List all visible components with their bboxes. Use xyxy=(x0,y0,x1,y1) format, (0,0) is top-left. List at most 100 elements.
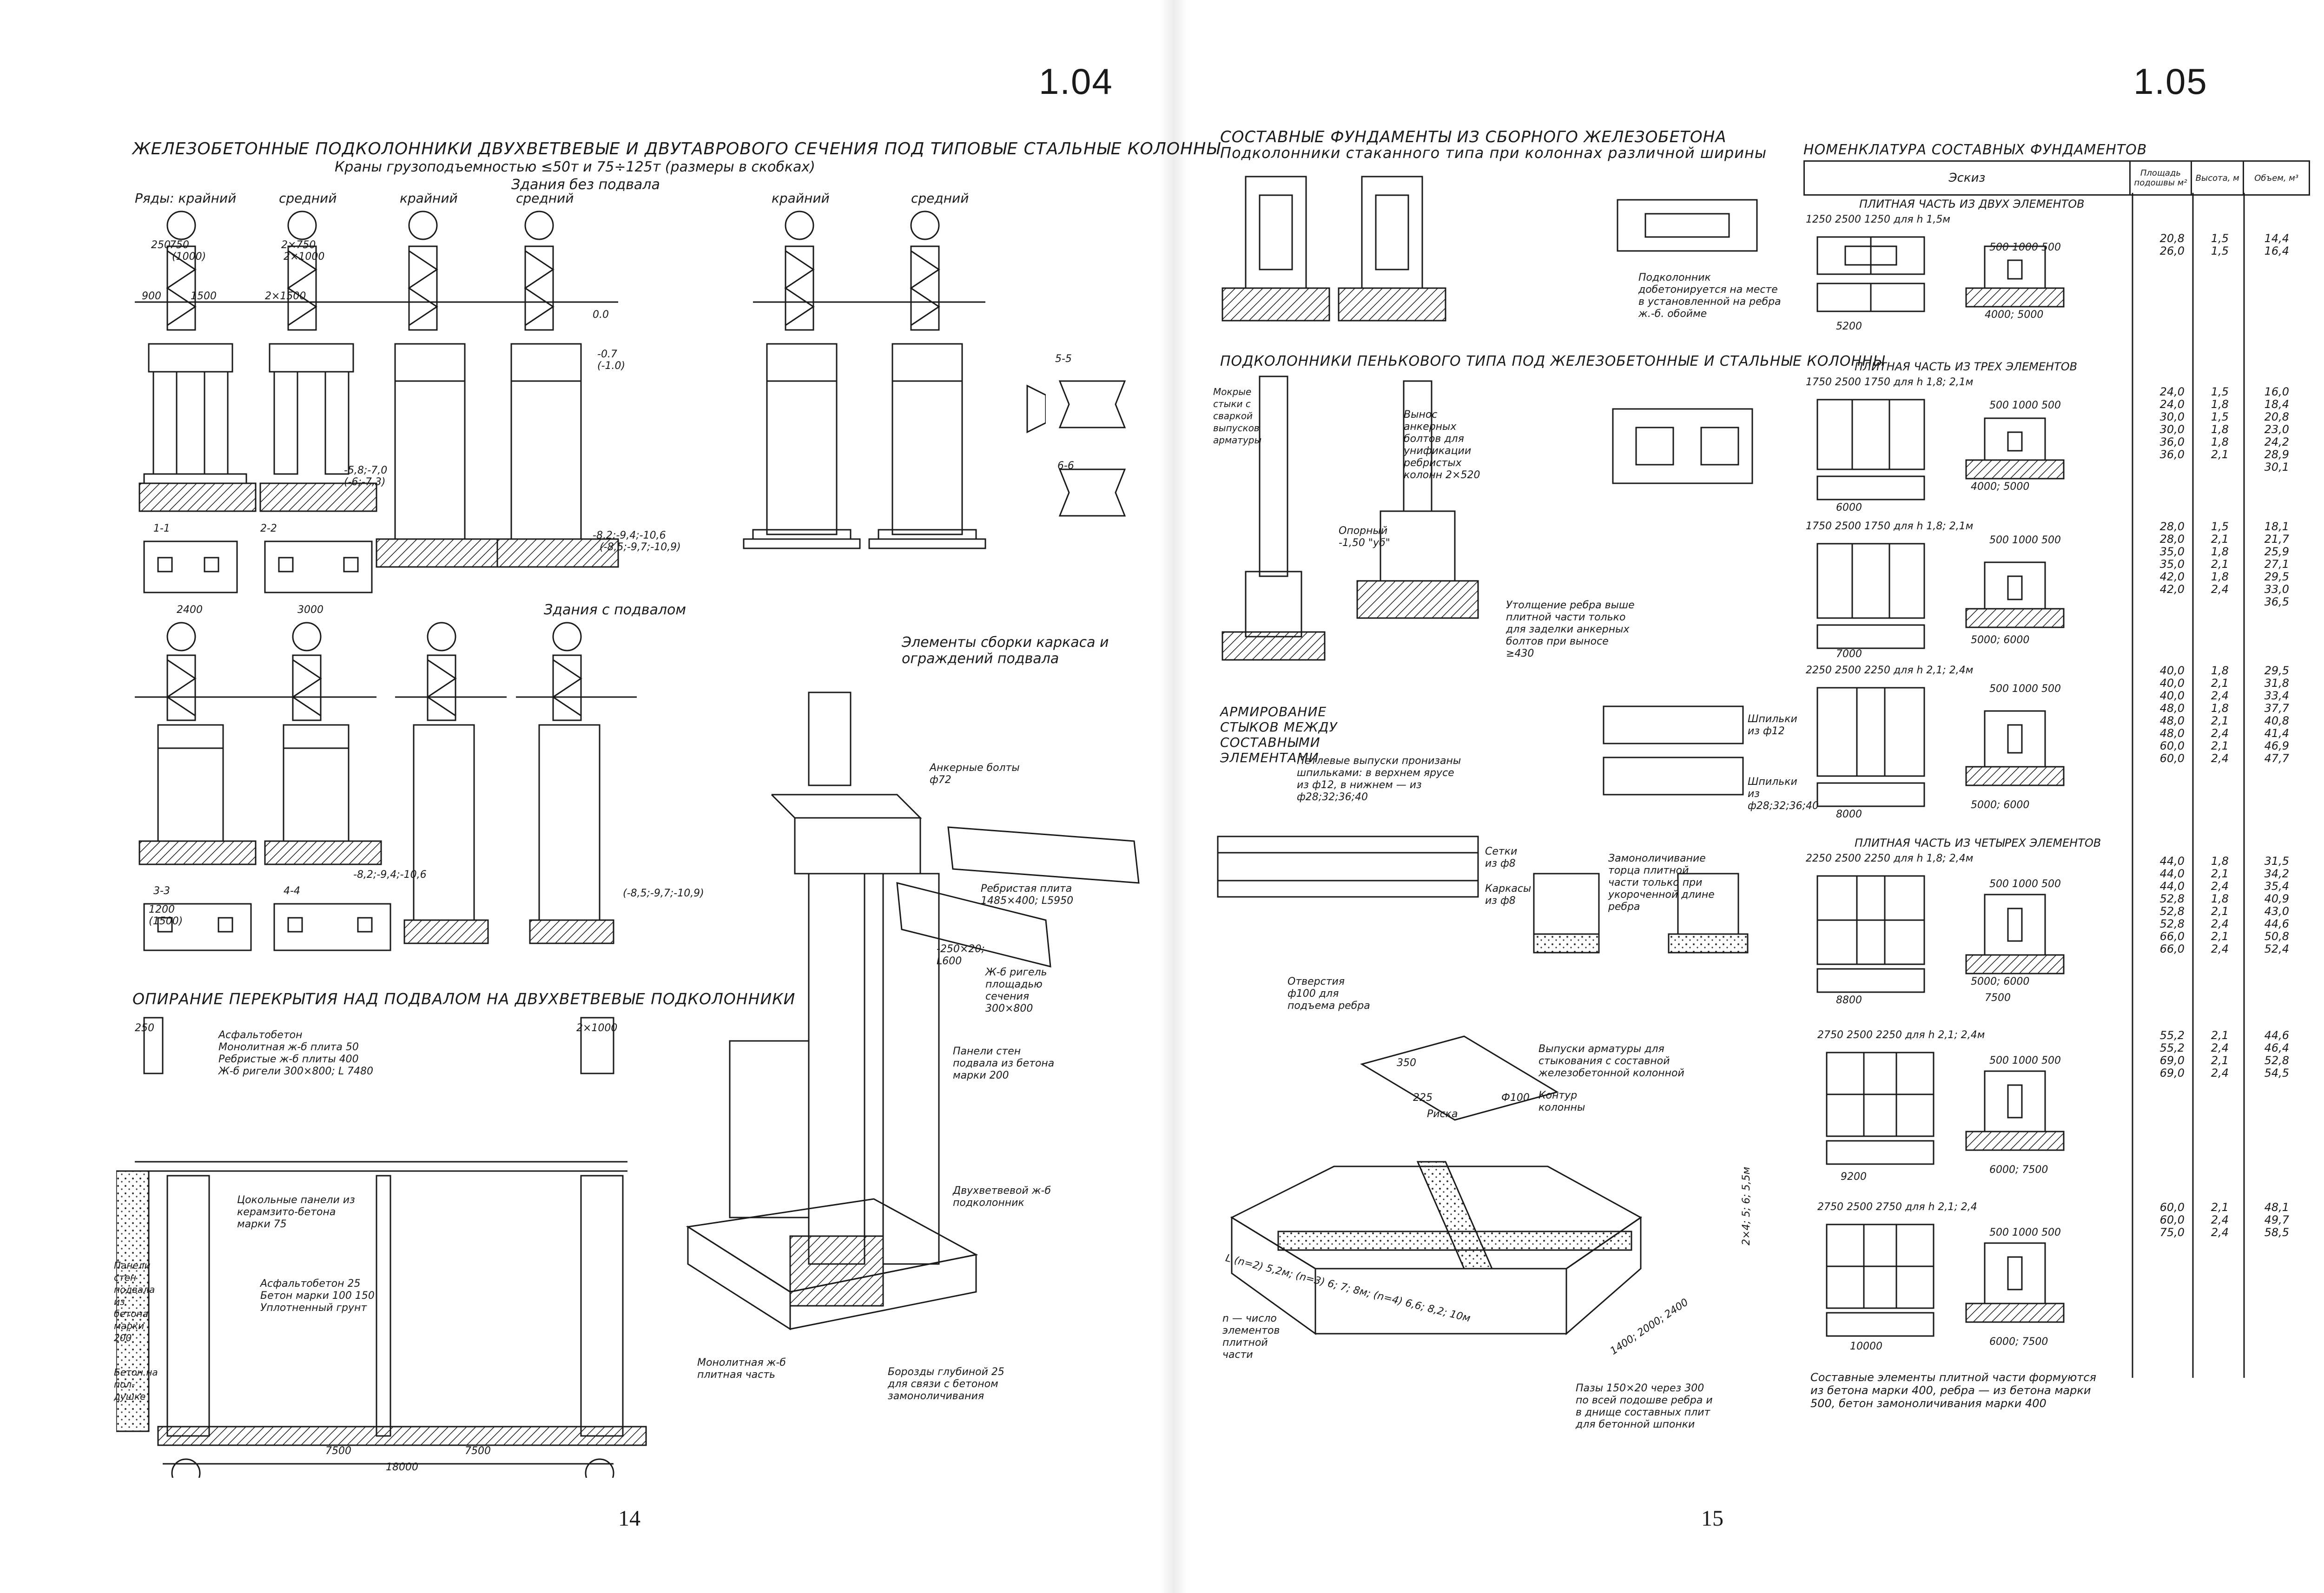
page-gutter xyxy=(1160,0,1188,1593)
label-crossbar: Ж-б ригель площадью сечения 300×800 xyxy=(985,967,1047,1014)
iso-height: 2×4; 5; 6; 5,5м xyxy=(1741,1166,1752,1245)
row-label-3: средний xyxy=(516,191,574,206)
dim-minus-0-7: -0.7 xyxy=(597,349,617,360)
group-dim-2-2: 5000; 6000 xyxy=(1971,634,2030,646)
rows-label: Ряды: крайний xyxy=(135,191,237,206)
armirovanie-drawings xyxy=(1217,705,1749,954)
group-sketch-6 xyxy=(1826,1224,2065,1337)
label-anchor-bolts: Анкерные болты ф72 xyxy=(930,762,1020,786)
left-page-code: 1.04 xyxy=(1039,61,1113,102)
label-monolithic: Монолитная ж-б плитная часть xyxy=(697,1357,786,1381)
support-title: ОПИРАНИЕ ПЕРЕКРЫТИЯ НАД ПОДВАЛОМ НА ДВУХ… xyxy=(132,990,796,1008)
floor-label-plinth: Цокольные панели из керамзито-бетона мар… xyxy=(237,1194,355,1230)
section-no-basement: Здания без подвала xyxy=(511,177,660,193)
nomenclature-header: Эскиз Площадь подошвы м² Высота, м Объем… xyxy=(1803,160,2310,196)
group-sketch-2 xyxy=(1816,543,2065,649)
basement-drawings xyxy=(135,622,637,944)
dim-1000: (1000) xyxy=(172,251,206,263)
group-sub-1: 1750 2500 1750 для h 1,8; 2,1м xyxy=(1806,376,1974,388)
floor-label-concrete: Бетон на пол-душке xyxy=(114,1367,158,1402)
group-dim-1-1: 6000 xyxy=(1836,502,1862,513)
note-grooves: Пазы 150×20 через 300 по всей подошве ре… xyxy=(1576,1382,1713,1430)
note-n: n — число элементов плитной части xyxy=(1222,1313,1280,1361)
iso-phi100: Ф100 xyxy=(1501,1092,1530,1104)
dim-18000: 18000 xyxy=(386,1461,418,1473)
no-basement-drawings xyxy=(135,211,1046,568)
group-dim-0-1: 5200 xyxy=(1836,321,1862,332)
armirovanie-title: АРМИРОВАНИЕ СТЫКОВ МЕЖДУ СОСТАВНЫМИ ЭЛЕМ… xyxy=(1220,704,1338,765)
dim-7500-a: 7500 xyxy=(325,1445,351,1457)
support-section xyxy=(116,1017,647,1478)
group-dim-3-1: 8000 xyxy=(1836,809,1862,820)
dim-level-2: (-6;-7,3) xyxy=(344,476,386,488)
dim-2x750: 2×750 xyxy=(281,239,316,251)
note-studs-28: Шпильки из ф28;32;36;40 xyxy=(1748,776,1819,812)
dim-1500b: (1500) xyxy=(149,915,183,927)
dim-240-250: 250 xyxy=(135,1022,154,1034)
row-label-5: средний xyxy=(911,191,969,206)
penkovy-title: ПОДКОЛОННИКИ ПЕНЬКОВОГО ТИПА ПОД ЖЕЛЕЗОБ… xyxy=(1220,353,1885,369)
group-sketch-3 xyxy=(1816,687,2065,807)
group-dim-6-2: 6000; 7500 xyxy=(1989,1336,2048,1348)
group-sub-4: 2250 2500 2250 для h 1,8; 2,4м xyxy=(1806,853,1974,864)
group-dim-4-2: 5000; 6000 xyxy=(1971,976,2030,987)
group-dim-2-1: 7000 xyxy=(1836,648,1862,660)
group-sub-0: 1250 2500 1250 для h 1,5м xyxy=(1806,214,1950,225)
dim-minus-1-0: (-1.0) xyxy=(597,360,626,372)
left-page-number: 14 xyxy=(618,1506,640,1531)
dim-2x1000b: 2×1000 xyxy=(576,1022,618,1034)
floor-label-bottom: Асфальтобетон 25 Бетон марки 100 150 Упл… xyxy=(260,1278,375,1314)
label-wall-panels: Панели стен подвала из бетона марки 200 xyxy=(953,1046,1055,1081)
dim-3000: 3000 xyxy=(297,604,324,616)
glass-type-drawings xyxy=(1221,176,1758,322)
note-meshes: Сетки из ф8 xyxy=(1485,846,1518,869)
header-height: Высота, м xyxy=(2191,160,2245,196)
group-title-1: ПЛИТНАЯ ЧАСТЬ ИЗ ТРЕХ ЭЛЕМЕНТОВ xyxy=(1855,360,2078,373)
dim-750: 750 xyxy=(170,239,189,251)
header-sketch: Эскиз xyxy=(1803,160,2131,196)
group-title-4: ПЛИТНАЯ ЧАСТЬ ИЗ ЧЕТЫРЕХ ЭЛЕМЕНТОВ xyxy=(1855,836,2101,849)
group-dim-5-1: 9200 xyxy=(1841,1171,1867,1183)
note-anchor-bolts: Вынос анкерных болтов для унификации реб… xyxy=(1404,409,1480,481)
elements-title: Элементы сборки каркаса и ограждений под… xyxy=(902,634,1109,667)
right-page-title: СОСТАВНЫЕ ФУНДАМЕНТЫ ИЗ СБОРНОГО ЖЕЛЕЗОБ… xyxy=(1220,128,1727,146)
group-dim-1-0: 500 1000 500 xyxy=(1989,400,2061,411)
group-sub-5: 2750 2500 2250 для h 2,1; 2,4м xyxy=(1817,1029,1985,1041)
section-1-1-2-2-drawing xyxy=(143,540,373,593)
section-4-4: 4-4 xyxy=(284,885,300,897)
group-dim-4-1: 8800 xyxy=(1836,994,1862,1006)
group-sketch-5 xyxy=(1826,1052,2065,1165)
note-contour: Контур колонны xyxy=(1538,1090,1585,1113)
foundation-isometric xyxy=(1230,1035,1642,1336)
row-label-2: крайний xyxy=(400,191,458,206)
group-dim-6-1: 10000 xyxy=(1850,1341,1882,1352)
note-rib-thickening: Утолщение ребра выше плитной части тольк… xyxy=(1506,599,1635,659)
iso-350: 350 xyxy=(1397,1057,1416,1069)
group-dim-1-2: 4000; 5000 xyxy=(1971,481,2030,493)
dim-1500: 1500 xyxy=(191,290,217,302)
section-6-6: 6-6 xyxy=(1057,460,1074,472)
group-dim-4-0: 500 1000 500 xyxy=(1989,878,2061,890)
note-holes: Отверстия ф100 для подъема ребра xyxy=(1287,976,1370,1012)
right-page-code: 1.05 xyxy=(2133,61,2208,102)
header-area: Площадь подошвы м² xyxy=(2129,160,2192,196)
dim-1200: 1200 xyxy=(149,904,175,915)
group-dim-6-0: 500 1000 500 xyxy=(1989,1227,2061,1238)
